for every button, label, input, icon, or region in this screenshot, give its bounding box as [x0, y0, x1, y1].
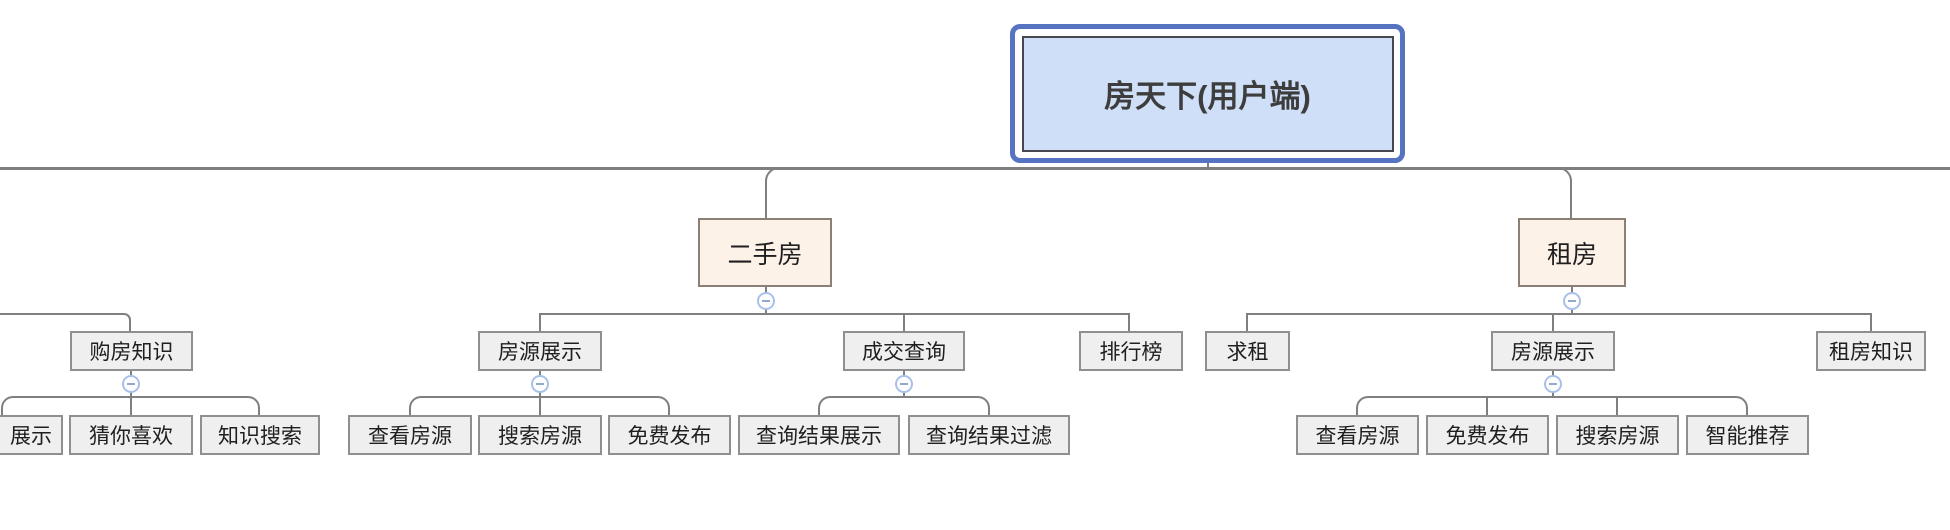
- node-deal-query[interactable]: 成交查询: [843, 331, 965, 371]
- minus-glyph: [127, 383, 135, 385]
- drop-search-listings-rent: [1616, 397, 1618, 415]
- node-query-result-display[interactable]: 查询结果展示: [738, 415, 900, 455]
- drop-guess-you-like: [130, 397, 132, 415]
- node-rent-knowledge[interactable]: 租房知识: [1816, 331, 1926, 371]
- node-root[interactable]: 房天下(用户端): [1021, 35, 1394, 152]
- connector-second-hand: [765, 167, 782, 218]
- bracket-deal-query: [818, 396, 990, 415]
- node-knowledge-search[interactable]: 知识搜索: [200, 415, 320, 455]
- node-ranking[interactable]: 排行榜: [1079, 331, 1183, 371]
- node-listing-display-rent[interactable]: 房源展示: [1491, 331, 1615, 371]
- node-view-listings-secondhand[interactable]: 查看房源: [348, 415, 472, 455]
- collapse-icon-purchase-knowledge[interactable]: [122, 375, 140, 393]
- node-rent-house[interactable]: 租房: [1518, 218, 1626, 287]
- node-display-partial[interactable]: 展示: [0, 415, 63, 455]
- node-free-publish-secondhand[interactable]: 免费发布: [608, 415, 731, 455]
- connector-purchase-knowledge: [0, 313, 131, 332]
- collapse-icon-second-hand[interactable]: [757, 292, 775, 310]
- drop-free-publish-rent: [1486, 397, 1488, 415]
- node-view-listings-rent[interactable]: 查看房源: [1296, 415, 1419, 455]
- node-listing-display-secondhand[interactable]: 房源展示: [478, 331, 602, 371]
- connector-rent: [1555, 167, 1572, 218]
- node-smart-recommend[interactable]: 智能推荐: [1686, 415, 1809, 455]
- node-free-publish-rent[interactable]: 免费发布: [1426, 415, 1549, 455]
- node-purchase-knowledge[interactable]: 购房知识: [70, 331, 193, 371]
- minus-glyph: [762, 300, 770, 302]
- collapse-icon-rent[interactable]: [1563, 292, 1581, 310]
- bracket-rent: [1246, 313, 1872, 331]
- minus-glyph: [1549, 383, 1557, 385]
- node-search-listings-rent[interactable]: 搜索房源: [1556, 415, 1679, 455]
- collapse-icon-listing-display-rent[interactable]: [1544, 375, 1562, 393]
- drop-deal-query: [903, 314, 905, 331]
- drop-listing-display-rent: [1552, 314, 1554, 331]
- minus-glyph: [900, 383, 908, 385]
- root-selection-border: 房天下(用户端): [1010, 24, 1405, 163]
- drop-search-listings-sh: [539, 397, 541, 415]
- node-second-hand-house[interactable]: 二手房: [698, 218, 832, 287]
- bracket-second-hand: [539, 313, 1130, 331]
- collapse-icon-listing-display-secondhand[interactable]: [531, 375, 549, 393]
- node-seek-rent[interactable]: 求租: [1205, 331, 1290, 371]
- minus-glyph: [1568, 300, 1576, 302]
- node-search-listings-secondhand[interactable]: 搜索房源: [478, 415, 602, 455]
- node-guess-you-like[interactable]: 猜你喜欢: [69, 415, 193, 455]
- bracket-listing-display-rent: [1356, 396, 1748, 415]
- node-query-result-filter[interactable]: 查询结果过滤: [908, 415, 1070, 455]
- minus-glyph: [536, 383, 544, 385]
- collapse-icon-deal-query[interactable]: [895, 375, 913, 393]
- spine-connector: [0, 167, 1950, 170]
